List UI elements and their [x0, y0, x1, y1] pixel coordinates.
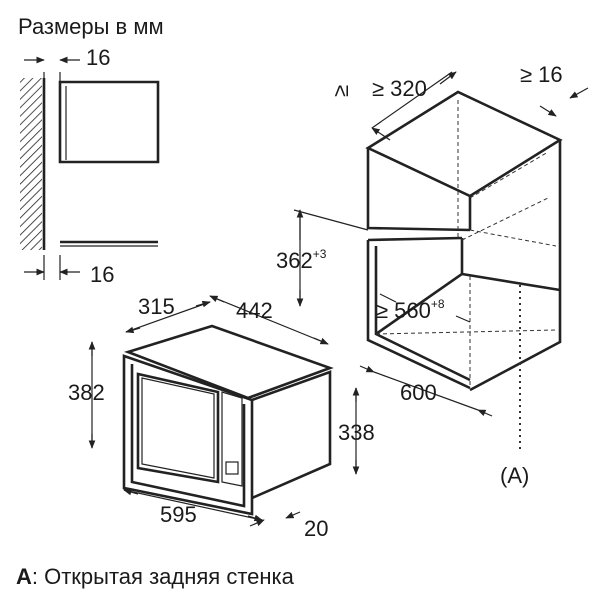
dim-micro-width: 595 [160, 502, 197, 527]
dim-micro-front: 20 [304, 516, 328, 541]
microwave-top-face [124, 324, 334, 400]
footnote-key: A [16, 564, 32, 589]
microwave-side [251, 370, 332, 500]
dim-niche-height-tol: +3 [313, 247, 327, 261]
microwave-door-window [136, 372, 220, 484]
dim-depth-min-symbol: ≥ [328, 85, 353, 97]
microwave-view: 315 442 382 338 595 20 [68, 294, 375, 541]
dim-micro-height-total: 382 [68, 380, 105, 405]
dim-side-bottom: 16 [90, 262, 114, 287]
microwave-control-panel [221, 391, 243, 487]
microwave-button [225, 461, 239, 475]
dim-micro-height-body: 338 [338, 420, 375, 445]
dim-side-gap: ≥ 16 [520, 62, 563, 87]
dim-niche-width-tol: +8 [431, 297, 445, 311]
dim-micro-width-top: 442 [236, 298, 273, 323]
page-title: Размеры в мм [18, 14, 164, 39]
footnote: A: Открытая задняя стенка [16, 564, 295, 589]
niche-cabinet-view: ≥ ≥ 320 ≥ 16 362+3 ≥ 560+8 600 (A) [276, 62, 589, 488]
wall-hatch [20, 78, 42, 250]
wall-section-view: 16 16 [20, 45, 160, 287]
dim-niche-width: ≥ 560+8 [376, 297, 445, 323]
niche-left-edge [366, 240, 471, 390]
cabinet-top-face [365, 90, 563, 198]
upper-panel [58, 80, 160, 164]
microwave-front-frame [122, 354, 254, 516]
dim-depth-min: ≥ 320 [372, 76, 427, 101]
dim-side-top: 16 [86, 45, 110, 70]
footnote-text: : Открытая задняя стенка [32, 564, 295, 589]
cabinet-front-upper [366, 148, 471, 232]
callout-a: (A) [500, 463, 529, 488]
dim-micro-depth: 315 [138, 294, 175, 319]
dim-niche-depth: 600 [400, 380, 437, 405]
dim-niche-height: 362+3 [276, 247, 327, 273]
cabinet-right-side [469, 140, 562, 392]
